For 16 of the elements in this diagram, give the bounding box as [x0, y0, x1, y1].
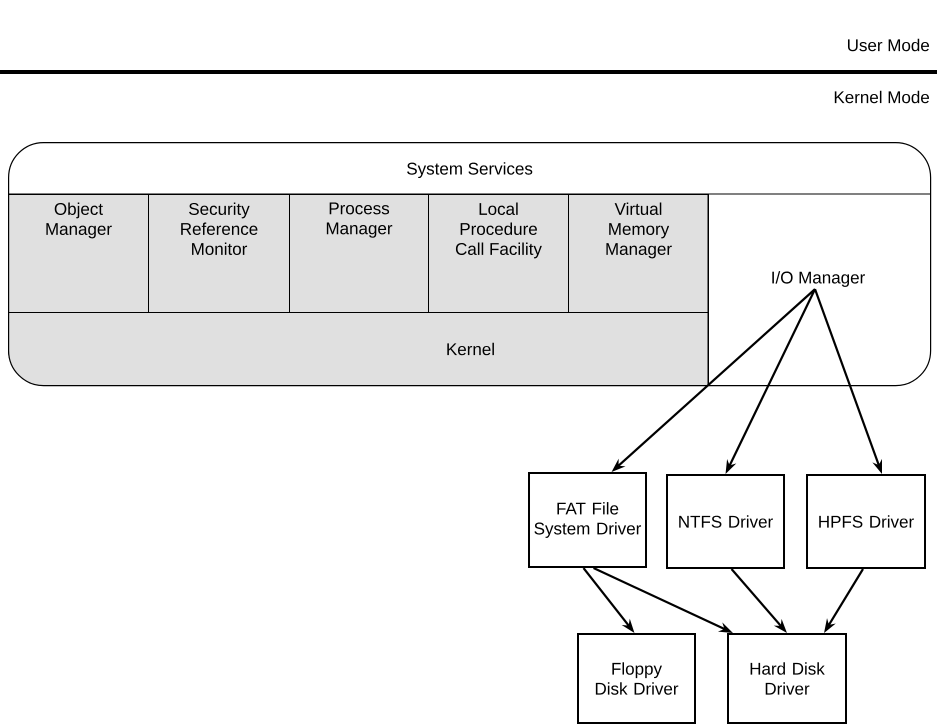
driver-box: NTFS Driver [666, 474, 785, 569]
node-label: Kernel [447, 342, 494, 356]
mode-label: User Mode [848, 38, 930, 52]
component-label: I/O Manager [772, 271, 865, 287]
driver-box: Hard Disk Driver [727, 633, 847, 724]
node-label: Process Manager [326, 202, 392, 238]
mode-label: Kernel Mode [834, 90, 930, 104]
node-label: Virtual Memory Manager [606, 202, 672, 258]
component-cell: Process Manager [289, 194, 429, 313]
component-cell: Virtual Memory Manager [568, 194, 709, 313]
driver-box: Floppy Disk Driver [577, 633, 696, 724]
component-cell: Security Reference Monitor [148, 194, 290, 313]
component-cell: Local Procedure Call Facility [428, 194, 569, 313]
component-cell: Object Manager [8, 194, 149, 313]
driver-box: FAT File System Driver [528, 472, 647, 568]
driver-box: HPFS Driver [806, 474, 926, 569]
